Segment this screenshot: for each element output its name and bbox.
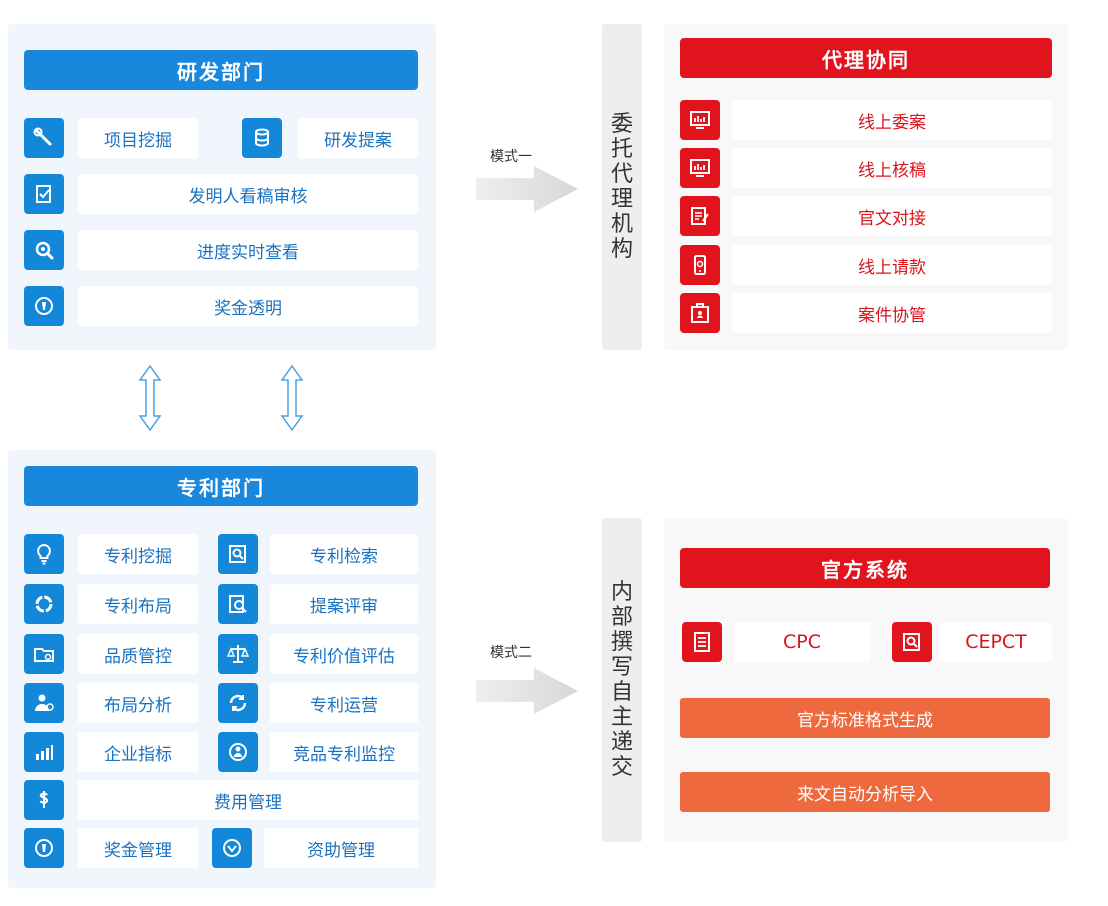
patent-fee[interactable]: 费用管理 <box>78 780 418 820</box>
case-file-icon <box>680 293 720 333</box>
patent-analysis[interactable]: 布局分析 <box>78 683 198 723</box>
patent-monitor[interactable]: 竞品专利监控 <box>270 732 418 772</box>
document-search-icon <box>218 534 258 574</box>
vertical-char: 理 <box>610 187 633 212</box>
user-chart-icon <box>24 683 64 723</box>
patent-bonus[interactable]: 奖金管理 <box>78 828 198 868</box>
database-icon <box>242 118 282 158</box>
rd-inventor-review[interactable]: 发明人看稿审核 <box>78 174 418 214</box>
agency-online-filing[interactable]: 线上委案 <box>732 100 1052 140</box>
patent-quality[interactable]: 品质管控 <box>78 634 198 674</box>
monitor-chart-icon <box>680 148 720 188</box>
mode1-column-text: 委托代理机构 <box>611 112 633 262</box>
vertical-char: 构 <box>610 237 633 262</box>
patent-funding[interactable]: 资助管理 <box>264 828 418 868</box>
medal-icon <box>24 286 64 326</box>
vertical-char: 主 <box>610 705 633 730</box>
vertical-char: 机 <box>610 212 633 237</box>
vertical-char: 代 <box>610 162 633 187</box>
rd-project-mining[interactable]: 项目挖掘 <box>78 118 198 158</box>
patent-layout[interactable]: 专利布局 <box>78 584 198 624</box>
bar-chart-icon <box>24 732 64 772</box>
vertical-char: 托 <box>610 137 633 162</box>
rd-bonus[interactable]: 奖金透明 <box>78 286 418 326</box>
mode2-column-text: 内部撰写自主递交 <box>611 580 633 780</box>
mode1-column: 委托代理机构 <box>602 24 642 350</box>
vertical-char: 写 <box>610 655 633 680</box>
vertical-char: 内 <box>610 580 633 605</box>
patent-valuation[interactable]: 专利价值评估 <box>270 634 418 674</box>
patent-operation[interactable]: 专利运营 <box>270 683 418 723</box>
rd-proposal[interactable]: 研发提案 <box>298 118 418 158</box>
vertical-char: 委 <box>610 112 633 137</box>
vertical-char: 递 <box>610 730 633 755</box>
patent-mining[interactable]: 专利挖掘 <box>78 534 198 574</box>
official-title: 官方系统 <box>680 548 1050 588</box>
vertical-char: 撰 <box>610 630 633 655</box>
agency-official-docs[interactable]: 官文对接 <box>732 196 1052 236</box>
right-arrow-icon <box>476 668 578 714</box>
dollar-icon <box>24 780 64 820</box>
mode1-label: 模式一 <box>490 149 532 165</box>
document-edit-icon <box>680 196 720 236</box>
mode2-label: 模式二 <box>490 645 532 661</box>
double-arrow-icon <box>138 364 162 432</box>
agency-title: 代理协同 <box>680 38 1052 78</box>
review-search-icon <box>218 584 258 624</box>
vertical-char: 交 <box>610 755 633 780</box>
vertical-char: 部 <box>610 605 633 630</box>
patent-title: 专利部门 <box>24 466 418 506</box>
monitor-person-icon <box>218 732 258 772</box>
double-arrow-icon <box>280 364 304 432</box>
lightbulb-icon <box>24 534 64 574</box>
patent-search[interactable]: 专利检索 <box>270 534 418 574</box>
document-search-icon <box>892 622 932 662</box>
funding-icon <box>212 828 252 868</box>
patent-proposal-review[interactable]: 提案评审 <box>270 584 418 624</box>
official-cpc[interactable]: CPC <box>734 622 870 662</box>
refresh-icon <box>218 683 258 723</box>
document-check-icon <box>24 174 64 214</box>
wrench-icon <box>24 118 64 158</box>
agency-case-management[interactable]: 案件协管 <box>732 293 1052 333</box>
scale-icon <box>218 634 258 674</box>
official-format-generation[interactable]: 官方标准格式生成 <box>680 698 1050 738</box>
mode2-column: 内部撰写自主递交 <box>602 518 642 842</box>
vertical-char: 自 <box>610 680 633 705</box>
official-auto-import[interactable]: 来文自动分析导入 <box>680 772 1050 812</box>
right-arrow-icon <box>476 166 578 212</box>
cycle-ring-icon <box>24 584 64 624</box>
patent-indicator[interactable]: 企业指标 <box>78 732 198 772</box>
rd-progress[interactable]: 进度实时查看 <box>78 230 418 270</box>
folder-search-icon <box>24 634 64 674</box>
monitor-chart-icon <box>680 100 720 140</box>
rd-title: 研发部门 <box>24 50 418 90</box>
official-cepct[interactable]: CEPCT <box>940 622 1052 662</box>
mobile-payment-icon <box>680 245 720 285</box>
document-list-icon <box>682 622 722 662</box>
magnifier-icon <box>24 230 64 270</box>
agency-online-draft-check[interactable]: 线上核稿 <box>732 148 1052 188</box>
agency-online-payment[interactable]: 线上请款 <box>732 245 1052 285</box>
medal-icon <box>24 828 64 868</box>
